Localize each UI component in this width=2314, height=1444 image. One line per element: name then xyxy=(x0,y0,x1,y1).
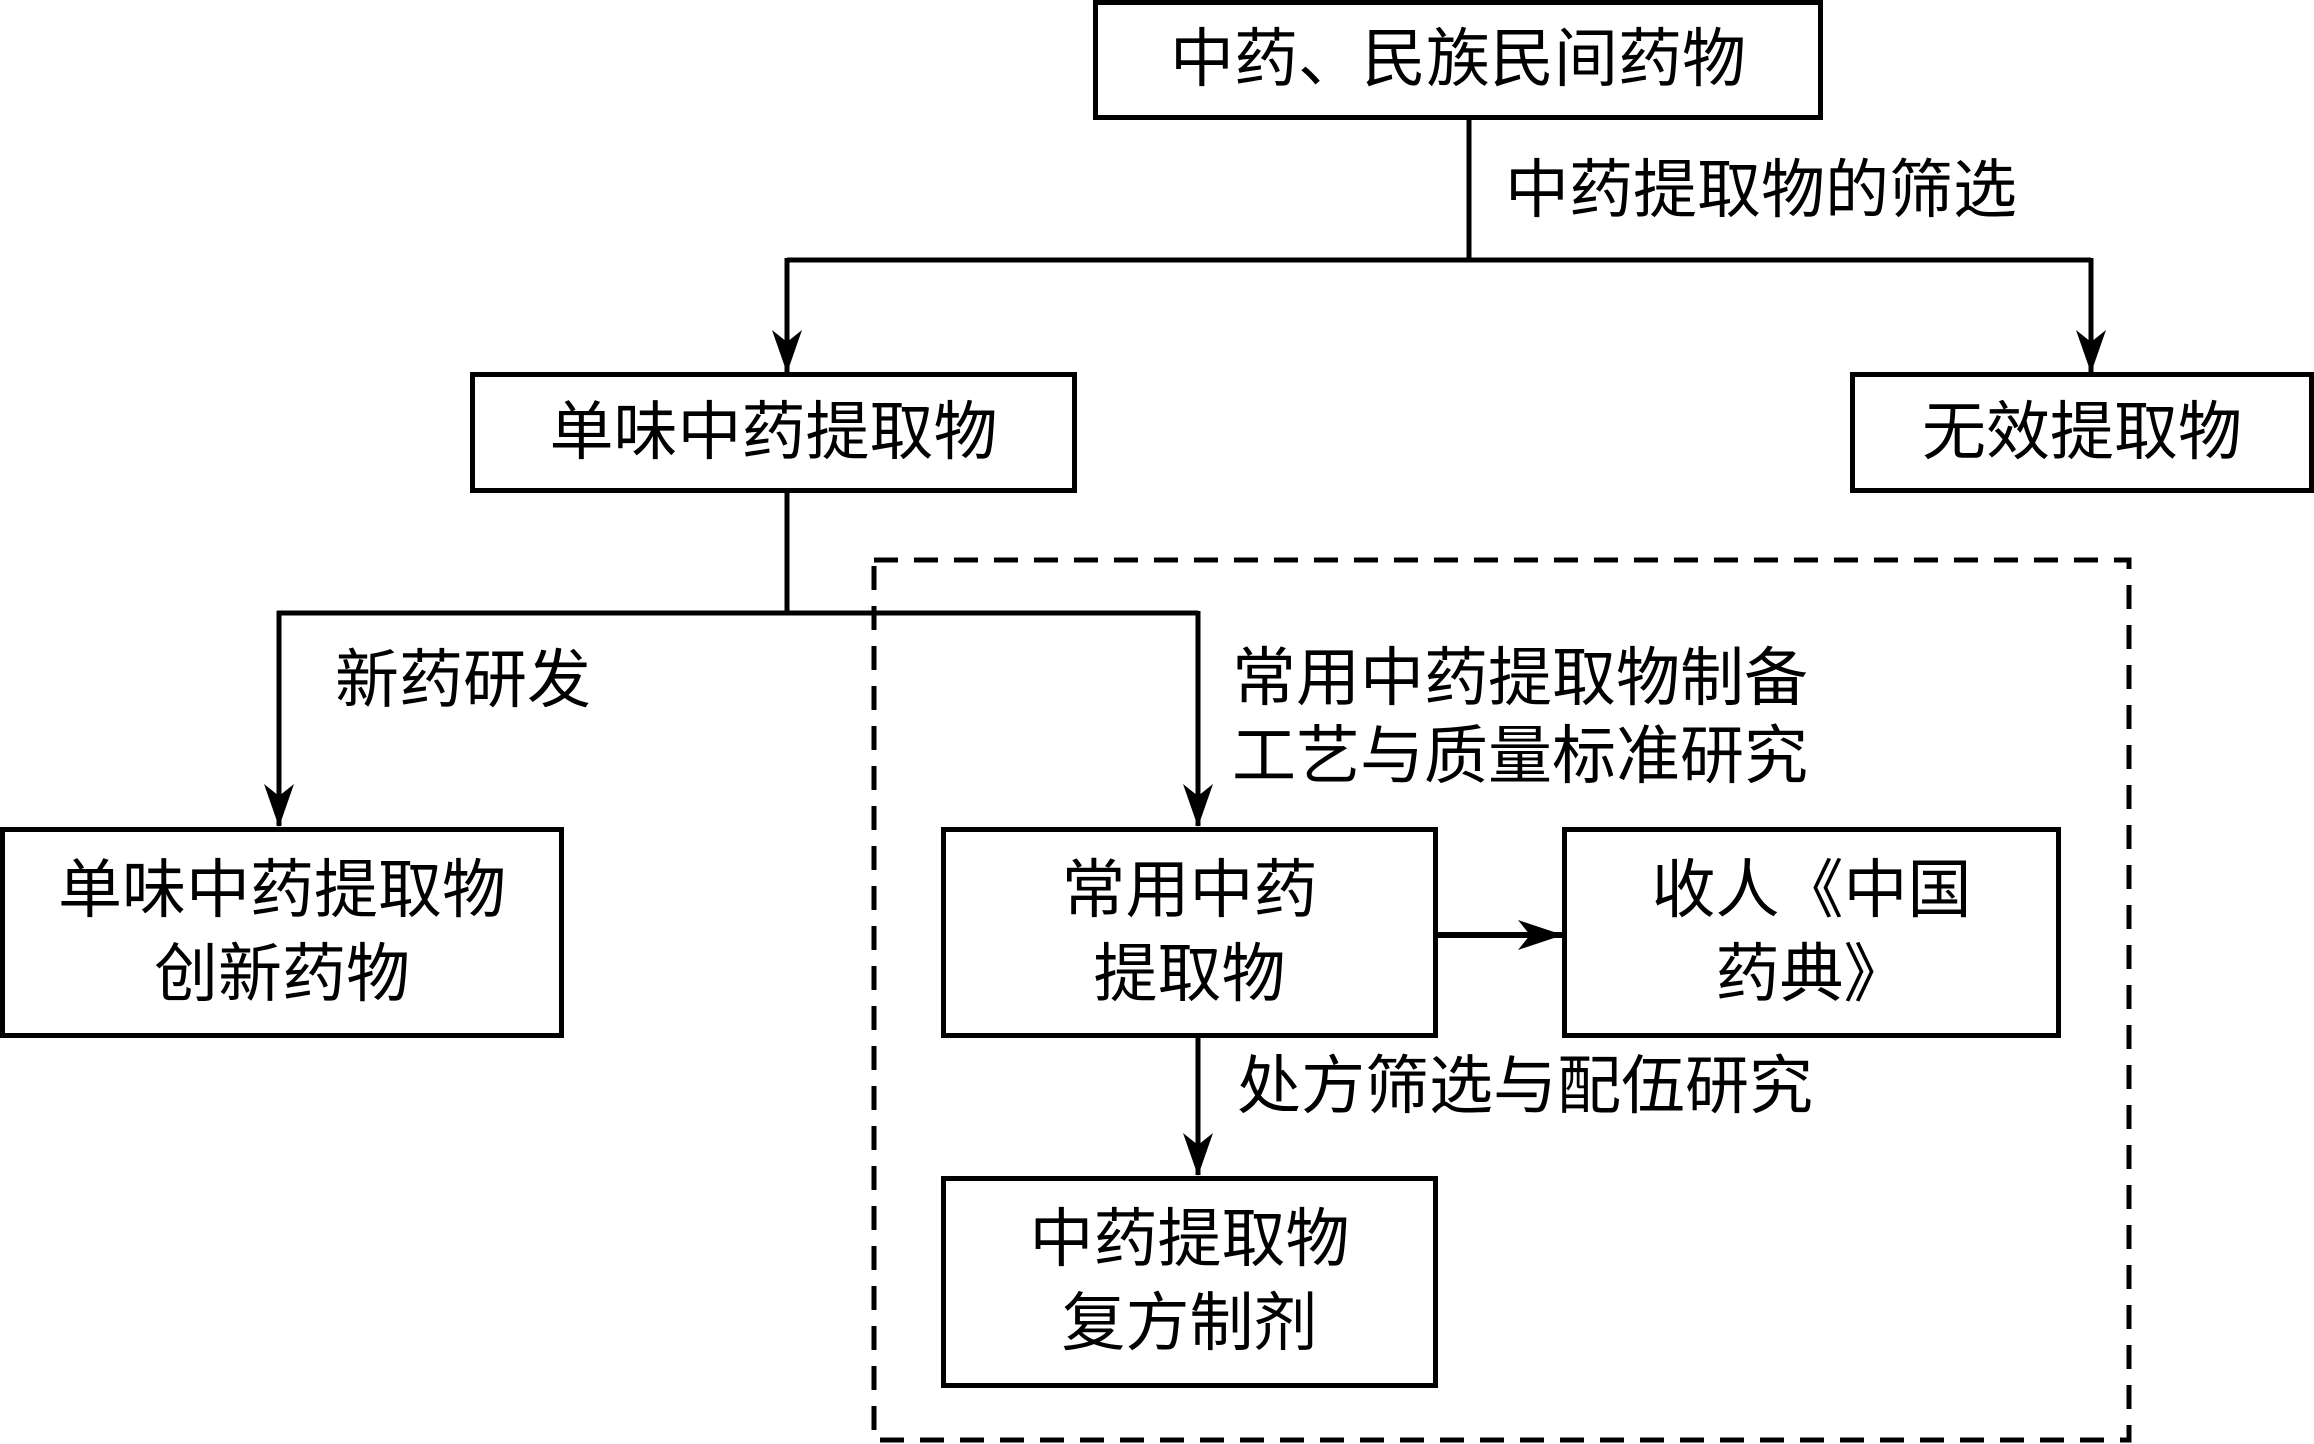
node-common-line2: 提取物 xyxy=(1093,937,1286,1012)
node-compound-line1: 中药提取物 xyxy=(1029,1203,1350,1277)
arrow-to-compound xyxy=(1183,1036,1213,1176)
node-root: 中药、民族民间药物 xyxy=(1093,0,1823,120)
node-root-label: 中药、民族民间药物 xyxy=(1170,23,1746,97)
node-pharmacopoeia: 收人《中国 药典》 xyxy=(1562,827,2061,1038)
edge-label-process-line1: 常用中药提取物制备 xyxy=(1232,642,1808,716)
node-innovative-line1: 单味中药提取物 xyxy=(58,853,506,928)
node-ineffective-label: 无效提取物 xyxy=(1922,395,2242,470)
node-common-line1: 常用中药 xyxy=(1061,853,1318,928)
arrow-to-pharmacopoeia xyxy=(1436,920,1563,950)
node-ineffective: 无效提取物 xyxy=(1850,372,2314,493)
arrow-to-ineffective xyxy=(2076,258,2106,373)
edge-label-prescription: 处方筛选与配伍研究 xyxy=(1237,1050,1813,1124)
node-single-extract: 单味中药提取物 xyxy=(470,372,1077,493)
node-common-extract: 常用中药 提取物 xyxy=(941,827,1438,1038)
edge-label-screening: 中药提取物的筛选 xyxy=(1505,154,2017,228)
dashed-region xyxy=(871,557,2132,1443)
edge-label-process: 常用中药提取物制备 工艺与质量标准研究 xyxy=(1232,640,1808,796)
arrow-to-single-extract xyxy=(772,258,802,373)
node-compound-line2: 复方制剂 xyxy=(1061,1287,1318,1361)
node-pharmacopoeia-line2: 药典》 xyxy=(1715,937,1908,1012)
node-compound-preparation: 中药提取物 复方制剂 xyxy=(941,1176,1438,1388)
node-innovative-line2: 创新药物 xyxy=(154,937,410,1012)
node-single-extract-label: 单味中药提取物 xyxy=(549,395,998,470)
node-pharmacopoeia-line1: 收人《中国 xyxy=(1651,853,1972,928)
arrow-to-common xyxy=(1183,611,1213,827)
edge-label-new-drug: 新药研发 xyxy=(335,644,591,718)
node-innovative-drug: 单味中药提取物 创新药物 xyxy=(0,827,564,1038)
arrow-to-innovative xyxy=(264,611,294,827)
edge-label-process-line2: 工艺与质量标准研究 xyxy=(1232,720,1808,794)
